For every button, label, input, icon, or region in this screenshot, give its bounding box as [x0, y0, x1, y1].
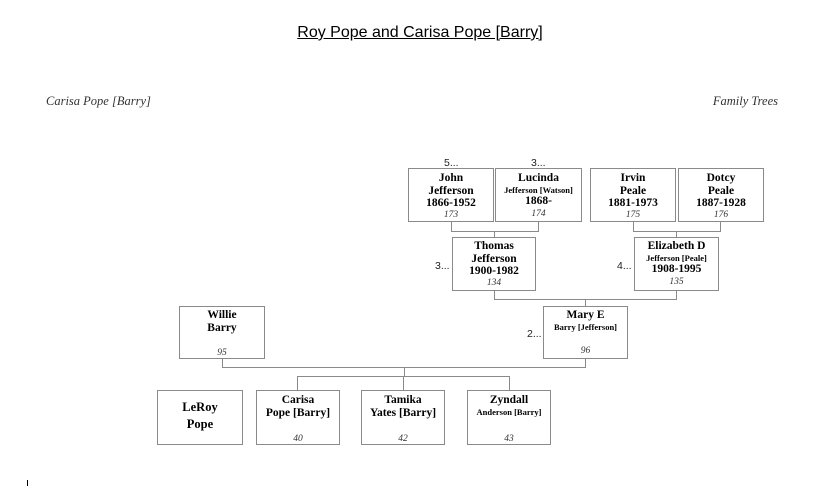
person-id: 96 [580, 345, 591, 356]
person-box-john-jefferson[interactable]: John Jefferson 1866-1952 173 [408, 168, 494, 222]
person-surname: Jefferson [471, 252, 517, 265]
connector-line [494, 231, 495, 237]
person-years: 1868- [525, 194, 552, 207]
person-id: 135 [669, 277, 684, 287]
person-surname: Peale [619, 184, 647, 197]
person-name: Dotcy [706, 172, 736, 184]
person-box-leroy-pope[interactable]: LeRoy Pope [157, 390, 243, 445]
person-surname: Barry [Jefferson] [553, 321, 617, 332]
connector-line [403, 376, 404, 390]
connector-line [633, 222, 634, 231]
person-surname: Jefferson [Peale] [646, 252, 707, 263]
connector-line [509, 376, 510, 390]
generation-marker: 3... [531, 157, 546, 169]
person-years: 1881-1973 [608, 197, 658, 209]
connector-line [451, 222, 452, 231]
person-name: Zyndall [489, 394, 529, 406]
connector-line [404, 367, 405, 376]
person-name: Mary E [566, 309, 605, 321]
person-surname: Barry [207, 321, 237, 334]
person-box-lucinda-jefferson[interactable]: Lucinda Jefferson [Watson] 1868- 174 [495, 168, 582, 222]
person-box-irvin-peale[interactable]: Irvin Peale 1881-1973 175 [590, 168, 676, 222]
connector-line [676, 231, 677, 237]
person-id: 95 [217, 348, 227, 358]
header-left: Carisa Pope [Barry] [46, 94, 151, 108]
person-surname: Jefferson [428, 184, 474, 197]
person-id: 174 [531, 209, 546, 219]
connector-line [297, 376, 298, 390]
person-box-elizabeth-jefferson[interactable]: Elizabeth D Jefferson [Peale] 1908-1995 … [634, 237, 719, 291]
page-title: Roy Pope and Carisa Pope [Barry] [297, 24, 543, 41]
person-box-mary-barry[interactable]: Mary E Barry [Jefferson] 96 [543, 306, 628, 359]
person-surname: Yates [Barry] [369, 406, 437, 419]
person-name: John [438, 172, 464, 184]
person-id: 43 [504, 433, 514, 444]
person-surname: Anderson [Barry] [476, 406, 542, 417]
person-years: 1908-1995 [651, 262, 702, 275]
connector-line [585, 299, 586, 306]
person-box-tamika-yates[interactable]: Tamika Yates [Barry] 42 [361, 390, 445, 445]
person-name: Lucinda [518, 172, 559, 184]
person-name: LeRoy [182, 400, 218, 414]
connector-line [676, 290, 677, 299]
person-id: 40 [293, 434, 303, 444]
connector-line [633, 231, 721, 232]
generation-marker: 5... [444, 157, 459, 169]
person-years: 1900-1982 [469, 265, 519, 277]
person-id: 176 [713, 209, 729, 220]
person-name: Irvin [620, 172, 646, 184]
person-box-carisa-pope[interactable]: Carisa Pope [Barry] 40 [256, 390, 340, 445]
connector-line [720, 222, 721, 231]
connector-line [585, 358, 586, 367]
person-id: 134 [486, 277, 502, 288]
person-surname: Pope [Barry] [265, 406, 331, 419]
person-name: Carisa [281, 394, 315, 406]
person-years: 1887-1928 [696, 197, 746, 209]
connector-line [222, 358, 223, 367]
text-cursor [27, 480, 28, 486]
person-name: Elizabeth D [647, 240, 706, 252]
generation-marker: 4... [617, 260, 632, 272]
person-box-dotcy-peale[interactable]: Dotcy Peale 1887-1928 176 [678, 168, 764, 222]
person-id: 173 [443, 209, 459, 220]
person-box-willie-barry[interactable]: Willie Barry 95 [179, 306, 265, 359]
person-id: 175 [625, 209, 641, 220]
person-name: Thomas [474, 240, 514, 252]
connector-line [538, 222, 539, 231]
connector-line [494, 290, 495, 299]
person-surname: Jefferson [Watson] [504, 184, 573, 195]
person-box-zyndall-anderson[interactable]: Zyndall Anderson [Barry] 43 [467, 390, 551, 445]
person-surname: Peale [707, 184, 735, 197]
person-surname: Pope [186, 417, 214, 431]
person-name: Tamika [384, 394, 422, 406]
person-box-thomas-jefferson[interactable]: Thomas Jefferson 1900-1982 134 [452, 237, 536, 291]
header-right: Family Trees [712, 94, 778, 108]
connector-line [451, 231, 539, 232]
generation-marker: 3... [435, 260, 450, 272]
person-years: 1866-1952 [426, 197, 476, 209]
person-name: Willie [207, 309, 237, 321]
person-id: 42 [398, 434, 408, 444]
generation-marker: 2... [527, 328, 542, 340]
